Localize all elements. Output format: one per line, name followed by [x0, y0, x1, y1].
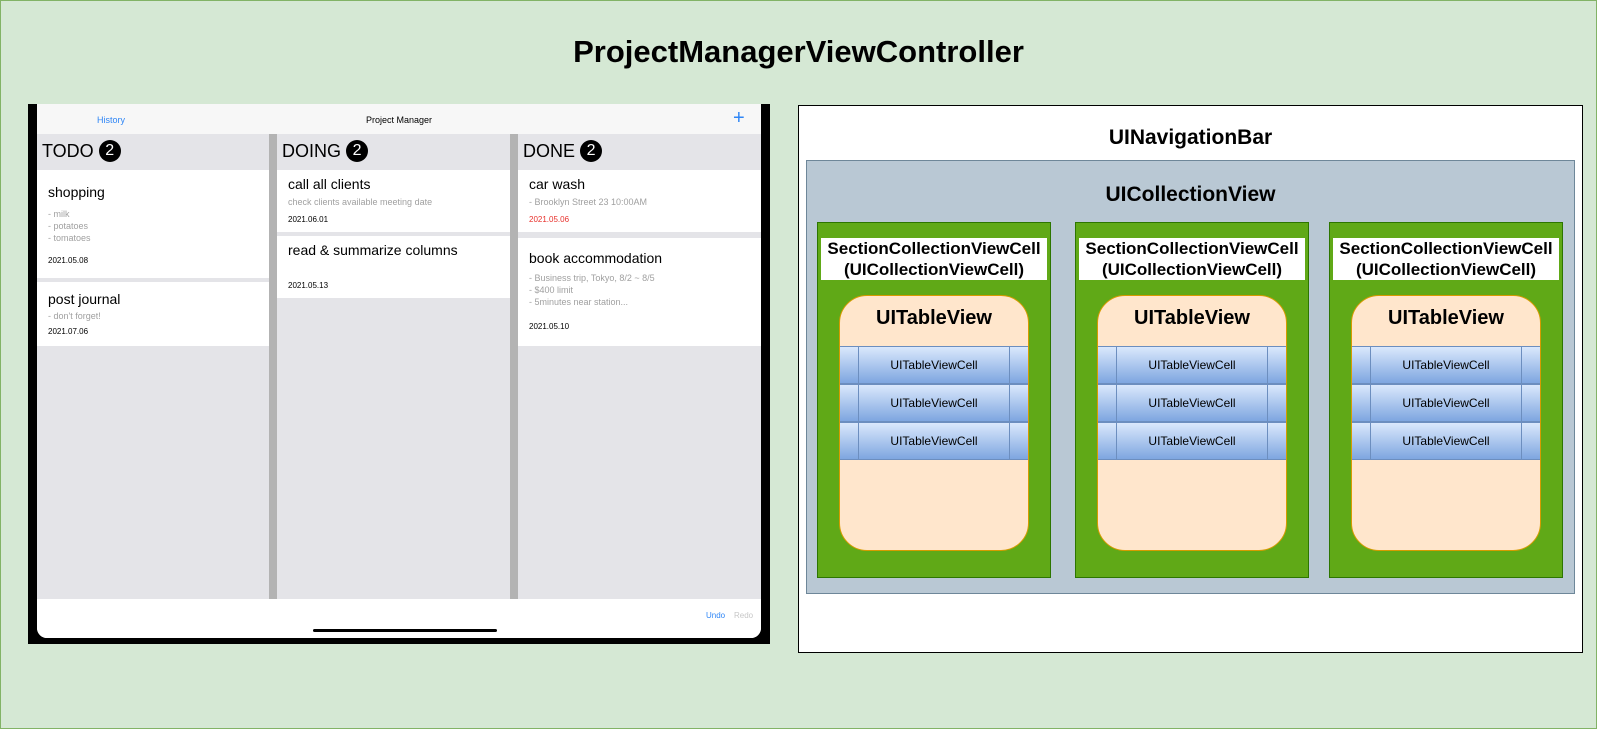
table-view-cell: UITableViewCell: [1352, 422, 1540, 460]
task-date: 2021.05.10: [529, 322, 570, 331]
ipad-screenshot: History Project Manager + TODO 2 shoppin…: [28, 104, 770, 644]
count-badge: 2: [346, 140, 369, 162]
task-title: read & summarize columns: [288, 242, 458, 258]
section-cell-label: SectionCollectionViewCell (UICollectionV…: [821, 238, 1047, 280]
table-view-cell: UITableViewCell: [840, 422, 1028, 460]
task-date: 2021.05.13: [288, 281, 329, 290]
task-body: - Business trip, Tokyo, 8/2 ~ 8/5 - $400…: [529, 273, 655, 307]
section-cell-box: SectionCollectionViewCell (UICollectionV…: [1329, 222, 1563, 578]
table-view-cell-label: UITableViewCell: [1116, 423, 1268, 459]
column-title: DONE: [523, 140, 576, 161]
column-header: TODO 2: [42, 140, 121, 162]
task-body: - milk - potatoes - tomatoes: [48, 209, 91, 243]
section-cell-type: (UICollectionViewCell): [1355, 260, 1537, 279]
table-view-cell-label: UITableViewCell: [858, 385, 1010, 421]
task-card[interactable]: call all clients check clients available…: [277, 170, 510, 232]
history-button[interactable]: History: [97, 115, 126, 125]
section-cell-label: SectionCollectionViewCell (UICollectionV…: [1079, 238, 1305, 280]
table-view-cell-label: UITableViewCell: [858, 423, 1010, 459]
table-view-box: UITableView UITableViewCell UITableViewC…: [839, 295, 1029, 551]
table-view-cell-label: UITableViewCell: [1116, 347, 1268, 383]
table-view-cell: UITableViewCell: [1098, 384, 1286, 422]
section-cell-type: (UICollectionViewCell): [843, 260, 1025, 279]
column-title: TODO: [42, 140, 94, 161]
table-view-cell-label: UITableViewCell: [1370, 385, 1522, 421]
task-card[interactable]: book accommodation - Business trip, Toky…: [518, 238, 761, 346]
section-cell-name: SectionCollectionViewCell: [827, 239, 1041, 258]
count-badge: 2: [98, 140, 121, 162]
task-date-overdue: 2021.05.06: [529, 215, 570, 224]
navigation-bar-label: UINavigationBar: [1108, 126, 1273, 149]
task-body: check clients available meeting date: [288, 197, 433, 207]
home-indicator: [313, 629, 497, 632]
section-cell-name: SectionCollectionViewCell: [1339, 239, 1553, 258]
table-view-cell: UITableViewCell: [1098, 422, 1286, 460]
table-view-label: UITableView: [876, 307, 992, 329]
table-view-cell: UITableViewCell: [1352, 384, 1540, 422]
diagram-title: ProjectManagerViewController: [573, 34, 1024, 69]
section-cell-label: SectionCollectionViewCell (UICollectionV…: [1333, 238, 1559, 280]
column-title: DOING: [282, 140, 342, 161]
task-title: call all clients: [288, 176, 371, 192]
count-badge: 2: [580, 140, 603, 162]
column-divider: [510, 134, 518, 599]
table-view-cell: UITableViewCell: [1352, 346, 1540, 384]
collection-view-box: UICollectionView SectionCollectionViewCe…: [806, 160, 1575, 594]
task-date: 2021.07.06: [48, 327, 89, 336]
column-todo: TODO 2 shopping - milk - potatoes - toma…: [37, 134, 269, 599]
table-view-box: UITableView UITableViewCell UITableViewC…: [1351, 295, 1541, 551]
plus-icon[interactable]: +: [733, 107, 745, 129]
task-card[interactable]: car wash - Brooklyn Street 23 10:00AM 20…: [518, 170, 761, 232]
task-card[interactable]: post journal - don't forget! 2021.07.06: [37, 282, 269, 346]
task-body: - Brooklyn Street 23 10:00AM: [529, 197, 648, 207]
table-view-label: UITableView: [1134, 307, 1250, 329]
section-cell-name: SectionCollectionViewCell: [1085, 239, 1299, 258]
column-done: DONE 2 car wash - Brooklyn Street 23 10:…: [518, 134, 761, 599]
table-view-cell-label: UITableViewCell: [858, 347, 1010, 383]
redo-button[interactable]: Redo: [734, 611, 754, 620]
task-title: book accommodation: [529, 250, 663, 266]
task-title: car wash: [529, 176, 586, 192]
collection-view-label: UICollectionView: [1105, 183, 1276, 206]
task-date: 2021.06.01: [288, 215, 329, 224]
table-view-cell: UITableViewCell: [840, 384, 1028, 422]
view-hierarchy-diagram: UINavigationBar UICollectionView Section…: [798, 105, 1583, 653]
table-view-cell-label: UITableViewCell: [1370, 347, 1522, 383]
column-header: DONE 2: [523, 140, 603, 162]
task-date: 2021.05.08: [48, 256, 89, 265]
app-screen: History Project Manager + TODO 2 shoppin…: [37, 104, 761, 638]
table-view-cell: UITableViewCell: [840, 346, 1028, 384]
section-cell-box: SectionCollectionViewCell (UICollectionV…: [1075, 222, 1309, 578]
task-body: - don't forget!: [48, 311, 101, 321]
table-view-cell-label: UITableViewCell: [1370, 423, 1522, 459]
table-view-cell: UITableViewCell: [1098, 346, 1286, 384]
section-cell-box: SectionCollectionViewCell (UICollectionV…: [817, 222, 1051, 578]
undo-button[interactable]: Undo: [706, 611, 726, 620]
table-view-cell-label: UITableViewCell: [1116, 385, 1268, 421]
table-view-box: UITableView UITableViewCell UITableViewC…: [1097, 295, 1287, 551]
task-title: post journal: [48, 291, 121, 307]
column-header: DOING 2: [282, 140, 369, 162]
bottom-toolbar: Undo Redo: [37, 599, 761, 638]
task-card[interactable]: shopping - milk - potatoes - tomatoes 20…: [37, 170, 269, 278]
column-doing: DOING 2 call all clients check clients a…: [277, 134, 510, 599]
table-view-label: UITableView: [1388, 307, 1504, 329]
task-card[interactable]: read & summarize columns 2021.05.13: [277, 236, 510, 298]
navigation-bar: History Project Manager +: [37, 104, 761, 134]
task-title: shopping: [48, 184, 105, 200]
column-divider: [269, 134, 277, 599]
section-cell-type: (UICollectionViewCell): [1101, 260, 1283, 279]
nav-title: Project Manager: [365, 115, 433, 125]
